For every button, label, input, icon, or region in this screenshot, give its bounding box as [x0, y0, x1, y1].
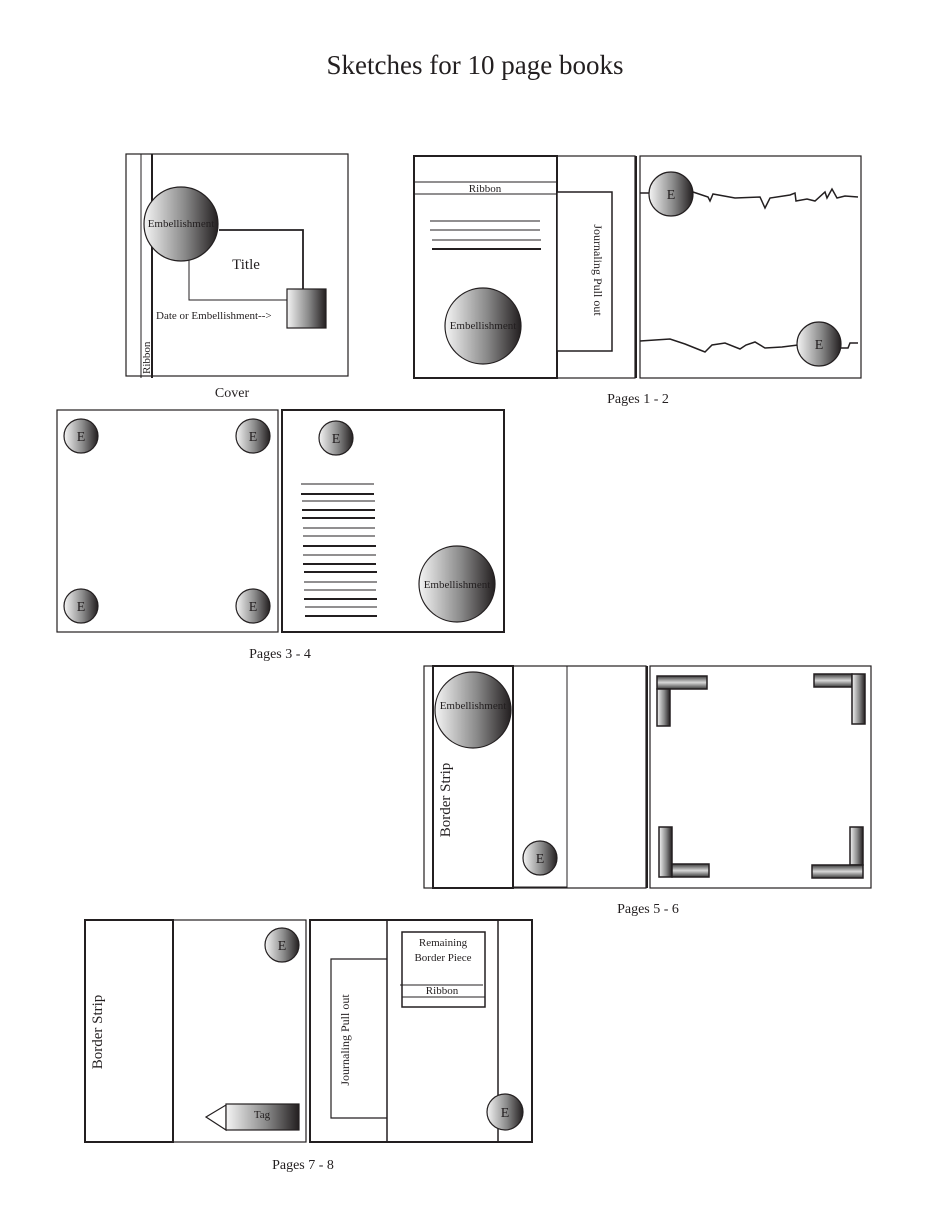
corner-piece — [671, 863, 710, 878]
caption-pages-1-2: Pages 1 - 2 — [607, 392, 669, 407]
embellishment-circle — [418, 545, 496, 623]
remaining-label-line-1: Remaining — [419, 937, 468, 949]
journaling-label: Journaling Pull out — [591, 224, 605, 316]
cover-page-outline — [125, 153, 349, 377]
e-circle — [63, 588, 99, 624]
e-label: E — [667, 188, 676, 203]
border-strip-label: Border Strip — [90, 995, 106, 1070]
embellishment-circle — [143, 186, 219, 262]
tag-point — [204, 1103, 227, 1132]
pages-3-4-sketch — [56, 409, 505, 633]
caption-cover: Cover — [215, 386, 250, 401]
pages-7-8-sketch — [84, 919, 533, 1143]
e-label: E — [77, 430, 86, 445]
corner-piece — [813, 673, 853, 688]
e-circle — [796, 321, 842, 367]
remaining-label-line-2: Border Piece — [414, 952, 471, 964]
corner-piece — [656, 675, 708, 690]
journaling-pullout — [556, 191, 613, 352]
page-4-outline — [281, 409, 505, 633]
e-circle — [486, 1093, 524, 1131]
corner-piece — [849, 826, 864, 866]
embellishment-circle — [434, 671, 512, 749]
e-circle — [63, 418, 99, 454]
corner-piece — [658, 826, 673, 878]
e-circle — [648, 171, 694, 217]
e-circle — [522, 840, 558, 876]
title-frame — [188, 260, 287, 301]
pages-1-2-sketch — [413, 155, 862, 379]
e-circle — [235, 418, 271, 454]
e-label: E — [501, 1106, 510, 1121]
e-label: E — [278, 939, 287, 954]
embellishment-circle — [444, 287, 522, 365]
journaling-pullout — [330, 958, 387, 1119]
e-circle — [264, 927, 300, 963]
inner-panel — [512, 665, 568, 888]
caption-pages-3-4: Pages 3 - 4 — [249, 647, 311, 662]
corner-piece — [811, 864, 864, 879]
inner-panel — [386, 919, 499, 1143]
ribbon-label: Ribbon — [469, 183, 502, 195]
embellishment-label: Embellishment — [440, 700, 507, 712]
e-label: E — [332, 432, 341, 447]
caption-pages-7-8: Pages 7 - 8 — [272, 1158, 334, 1173]
e-circle — [235, 588, 271, 624]
ribbon-label: Ribbon — [426, 985, 459, 997]
remaining-border-piece — [401, 931, 486, 1008]
title-label: Title — [232, 257, 260, 273]
e-circle — [318, 420, 354, 456]
border-strip — [84, 919, 174, 1143]
corner-piece — [656, 688, 671, 727]
torn-edge-bottom — [639, 338, 858, 353]
pages-5-6-sketch — [423, 665, 872, 889]
tag-shape — [225, 1103, 300, 1131]
e-label: E — [815, 338, 824, 353]
page-6-outline — [649, 665, 872, 889]
embellishment-label: Embellishment — [424, 579, 491, 591]
title-frame — [219, 229, 304, 290]
journaling-label: Journaling Pull out — [338, 994, 352, 1086]
e-label: E — [77, 600, 86, 615]
tag-label: Tag — [254, 1109, 271, 1121]
page-title: Sketches for 10 page books — [326, 50, 624, 80]
journal-lines — [301, 483, 377, 617]
cover-sketch — [125, 153, 349, 378]
page-2-outline — [639, 155, 862, 379]
e-label: E — [536, 852, 545, 867]
e-label: E — [249, 600, 258, 615]
ribbon-label: Ribbon — [141, 341, 153, 374]
caption-pages-5-6: Pages 5 - 6 — [617, 902, 679, 917]
e-label: E — [249, 430, 258, 445]
corner-piece — [851, 673, 866, 725]
date-label: Date or Embellishment--> — [156, 310, 272, 322]
embellishment-label: Embellishment — [148, 218, 215, 230]
border-strip-label: Border Strip — [438, 763, 454, 838]
embellishment-label: Embellishment — [450, 320, 517, 332]
page-3-outline — [56, 409, 279, 633]
date-square — [286, 288, 327, 329]
